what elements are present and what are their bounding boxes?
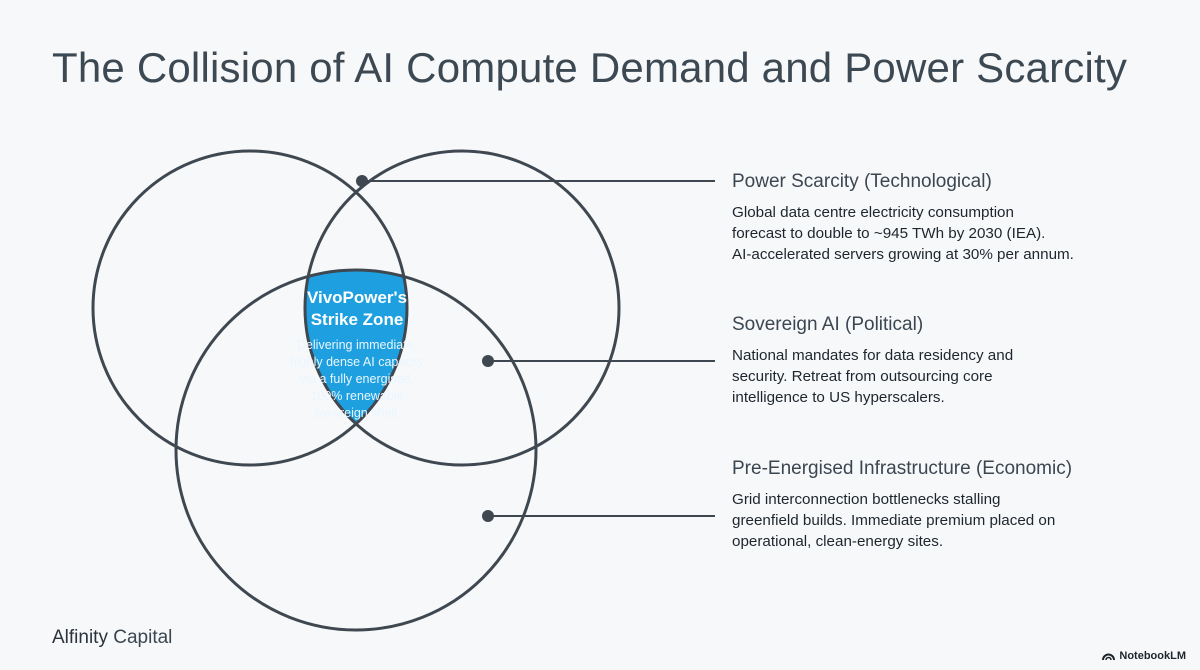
notebooklm-watermark: NotebookLM — [1102, 650, 1186, 662]
strike-zone-desc-line: highly dense AI capacity — [289, 355, 425, 369]
strike-zone-description: Delivering immediate, highly dense AI ca… — [262, 337, 452, 422]
callout-line: National mandates for data residency and — [732, 347, 1014, 364]
connector-dot-1 — [356, 175, 368, 187]
callout-pre-energised: Pre-Energised Infrastructure (Economic) … — [732, 458, 1172, 552]
callout-line: Global data centre electricity consumpti… — [732, 204, 1014, 221]
callout-line: security. Retreat from outsourcing core — [732, 368, 993, 385]
connector-dot-3 — [482, 510, 494, 522]
callout-title: Sovereign AI (Political) — [732, 314, 924, 335]
strike-zone-title: VivoPower's Strike Zone — [262, 287, 452, 331]
callout-sovereign-ai: Sovereign AI (Political) National mandat… — [732, 314, 1172, 408]
strike-zone-desc-line: 100% renewable — [310, 389, 404, 403]
notebooklm-icon — [1102, 652, 1116, 661]
strike-zone-desc-line: Delivering immediate, — [296, 338, 418, 352]
strike-zone-title-line: Strike Zone — [310, 310, 404, 329]
callout-description: Global data centre electricity consumpti… — [732, 202, 1172, 265]
watermark-label: NotebookLM — [1119, 650, 1186, 662]
brand-logo: Alfinity Capital — [52, 627, 172, 649]
callout-line: forecast to double to ~945 TWh by 2030 (… — [732, 225, 1046, 242]
callout-description: National mandates for data residency and… — [732, 345, 1172, 408]
callout-line: AI-accelerated servers growing at 30% pe… — [732, 246, 1074, 263]
callout-title: Pre-Energised Infrastructure (Economic) — [732, 458, 1073, 479]
circle-economic — [174, 268, 538, 632]
strike-zone-label: VivoPower's Strike Zone Delivering immed… — [262, 287, 452, 422]
callout-line: Grid interconnection bottlenecks stallin… — [732, 491, 1001, 508]
connector-dot-2 — [482, 355, 494, 367]
callout-line: operational, clean-energy sites. — [732, 533, 944, 550]
callout-power-scarcity: Power Scarcity (Technological) Global da… — [732, 171, 1172, 265]
callout-line: intelligence to US hyperscalers. — [732, 389, 945, 406]
circle-technological — [91, 149, 409, 467]
strike-zone-title-line: VivoPower's — [306, 288, 408, 307]
slide-title: The Collision of AI Compute Demand and P… — [52, 44, 1128, 91]
strike-zone-desc-line: via a fully energised, — [300, 372, 414, 386]
circle-political — [303, 149, 621, 467]
brand-strong: Alfinity — [52, 627, 108, 648]
callout-title: Power Scarcity (Technological) — [732, 171, 992, 192]
callout-description: Grid interconnection bottlenecks stallin… — [732, 489, 1172, 552]
brand-rest: Capital — [107, 627, 173, 648]
strike-zone-desc-line: sovereign shell. — [313, 406, 401, 420]
callout-line: greenfield builds. Immediate premium pla… — [732, 512, 1056, 529]
